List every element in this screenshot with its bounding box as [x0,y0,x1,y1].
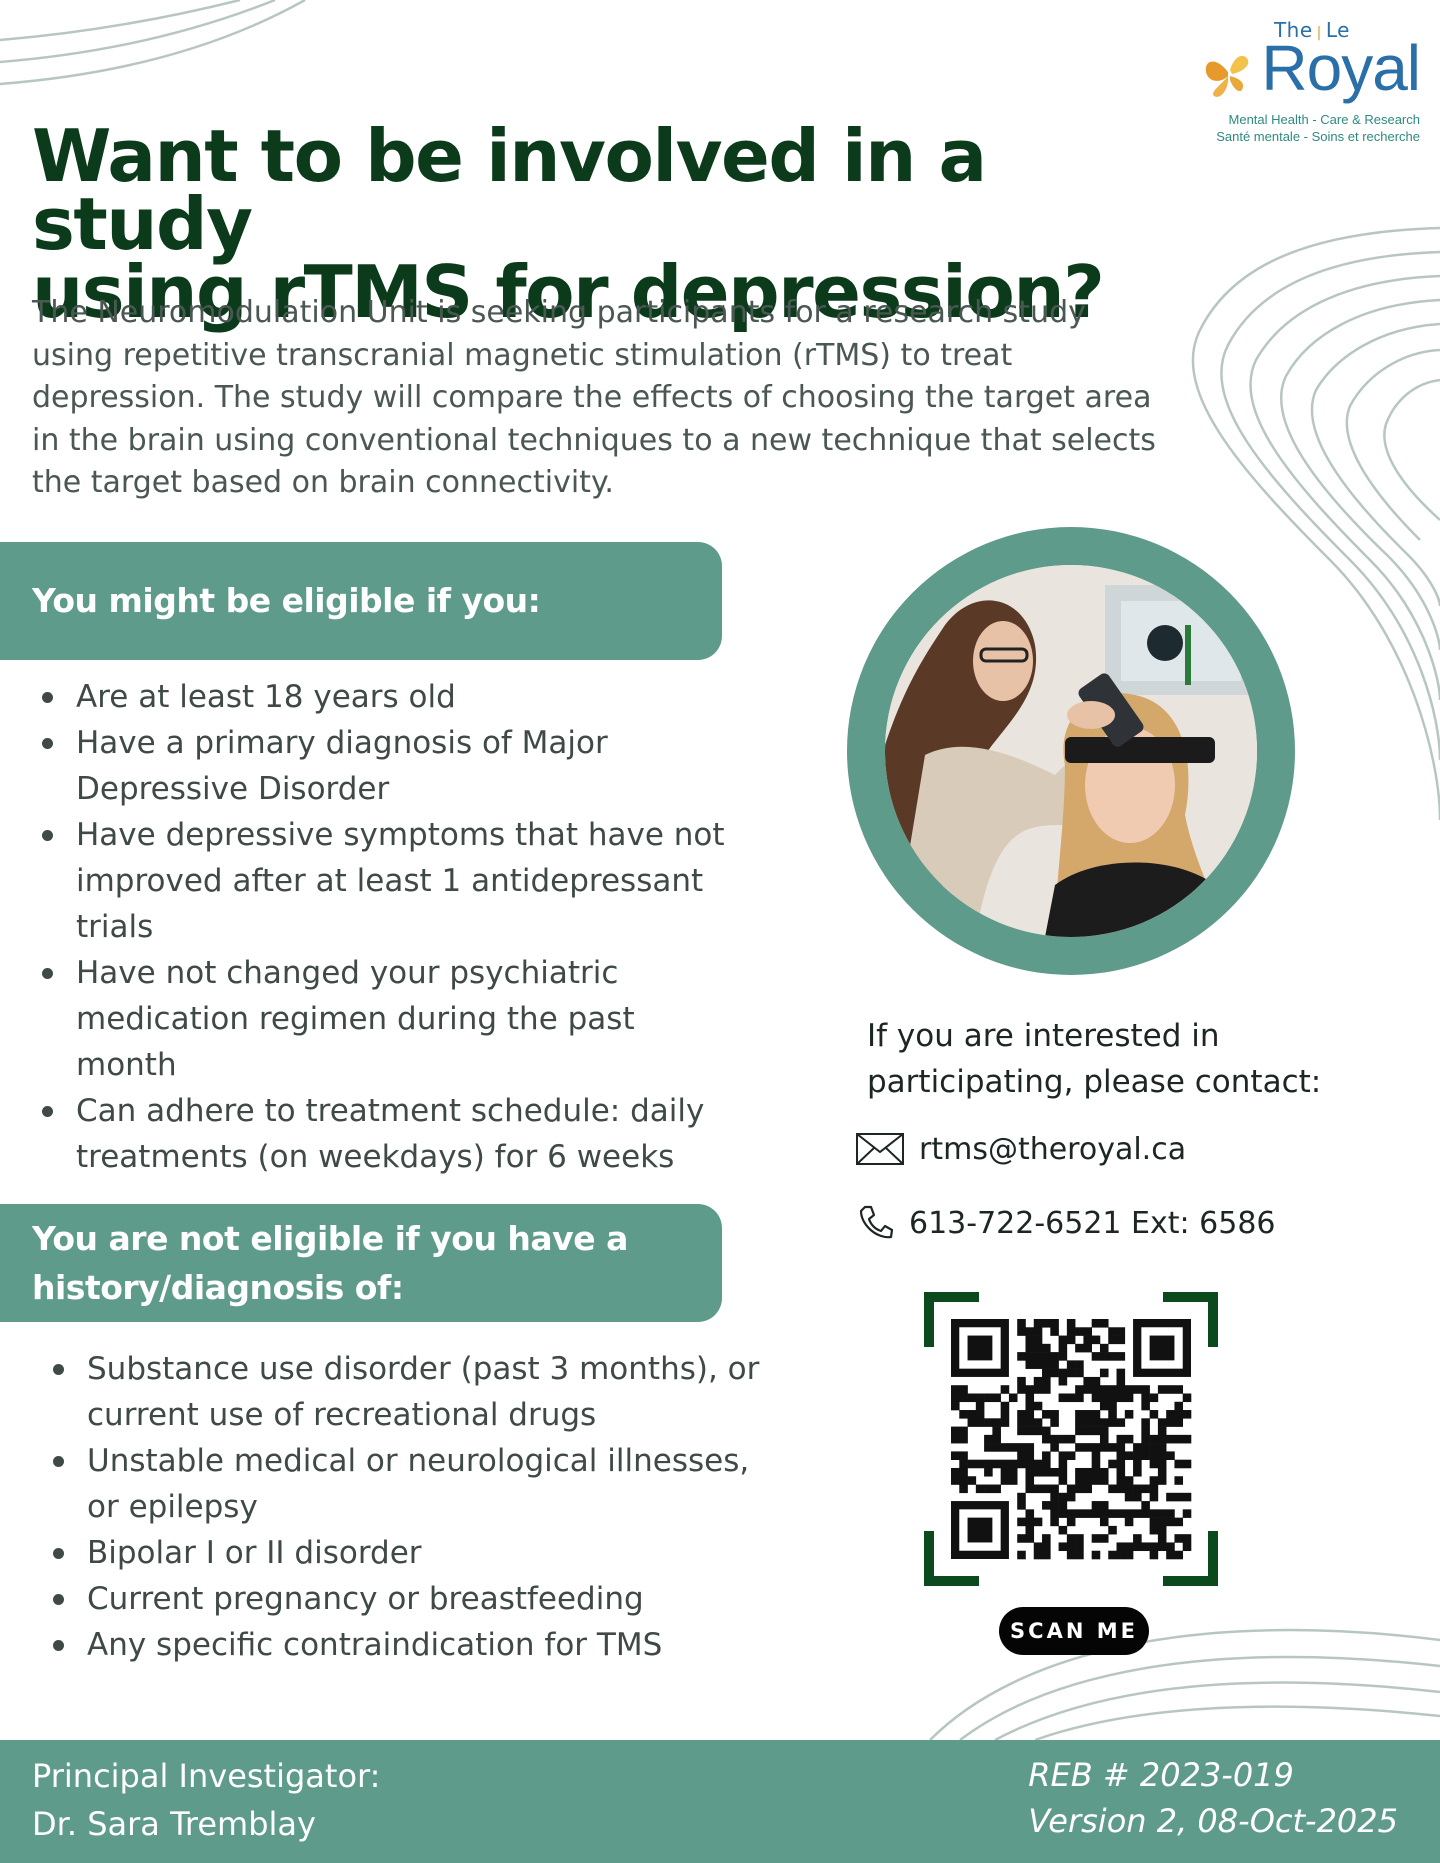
photo-frame [847,527,1295,975]
not-eligible-heading-line-2: history/diagnosis of: [32,1268,404,1307]
envelope-icon [856,1133,904,1165]
list-item: Have not changed your psychiatric medica… [32,950,732,1088]
principal-investigator: Principal Investigator: Dr. Sara Trembla… [32,1752,380,1848]
not-eligible-list: Substance use disorder (past 3 months), … [43,1346,763,1668]
list-item: Have depressive symptoms that have not i… [32,812,732,950]
intro-paragraph: The Neuromodulation Unit is seeking part… [32,295,1156,500]
phone-number[interactable]: 613-722-6521 Ext: 6586 [909,1205,1276,1241]
rtms-treatment-photo [885,565,1257,937]
scan-me-label: SCAN ME [999,1607,1149,1655]
logo-the-le: The|Le [1273,18,1350,42]
footer: Principal Investigator: Dr. Sara Trembla… [0,1740,1440,1863]
qr-code[interactable] [924,1292,1218,1586]
reb-info: REB # 2023-019 Version 2, 08-Oct-2025 [1028,1752,1398,1844]
not-eligible-heading: You are not eligible if you have a histo… [0,1204,722,1322]
list-item: Have a primary diagnosis of Major Depres… [32,720,732,812]
list-item: Any specific contraindication for TMS [43,1622,763,1668]
phone-icon [859,1205,894,1239]
photo-illustration [885,565,1257,937]
butterfly-logo-icon [1205,55,1249,97]
list-item: Substance use disorder (past 3 months), … [43,1346,763,1438]
email-link[interactable]: rtms@theroyal.ca [919,1131,1187,1167]
pi-label: Principal Investigator: [32,1757,381,1795]
logo-royal: Royal [1261,32,1421,104]
logo-tagline-fr: Santé mentale - Soins et recherche [1216,129,1420,144]
list-item: Bipolar I or II disorder [43,1530,763,1576]
pi-name: Dr. Sara Tremblay [32,1805,316,1843]
email-contact[interactable]: rtms@theroyal.ca [855,1126,1186,1172]
list-item: Current pregnancy or breastfeeding [43,1576,763,1622]
logo-tagline-en: Mental Health - Care & Research [1228,112,1420,127]
reb-number: REB # 2023-019 [1028,1756,1294,1794]
phone-contact[interactable]: 613-722-6521 Ext: 6586 [855,1200,1276,1246]
version-date: Version 2, 08-Oct-2025 [1028,1802,1398,1840]
contact-heading: If you are interested in participating, … [867,1018,1322,1100]
list-item: Can adhere to treatment schedule: daily … [32,1088,732,1180]
title-line-2: using rTMS for depression? [32,250,1105,334]
page-title: Want to be involved in a study using rTM… [32,120,1152,328]
list-item: Unstable medical or neurological illness… [43,1438,763,1530]
title-line-1: Want to be involved in a study [32,114,987,266]
eligible-list: Are at least 18 years old Have a primary… [32,674,732,1180]
list-item: Are at least 18 years old [32,674,732,720]
eligible-heading: You might be eligible if you: [0,542,722,660]
not-eligible-heading-line-1: You are not eligible if you have a [32,1219,628,1258]
the-royal-logo: The|Le Royal Mental Health - Care & Rese… [1182,16,1422,146]
